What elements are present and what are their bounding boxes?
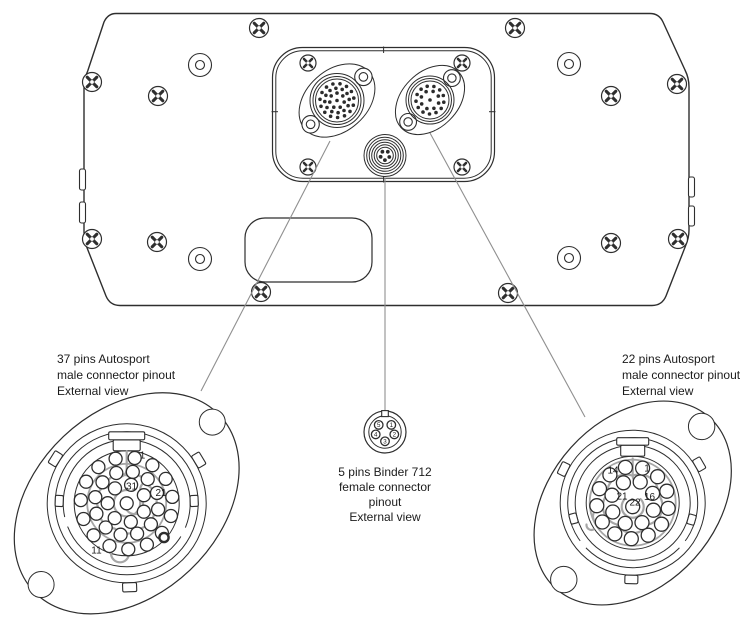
panel-connector-5pin [363, 134, 407, 177]
rear-panel [78, 12, 696, 307]
pin-label-1: 1 [644, 464, 650, 475]
pin-label-14: 14 [607, 466, 619, 477]
pin-label-16: 16 [644, 492, 656, 503]
leader-22pin [429, 132, 586, 418]
pin-label-1: 1 [390, 422, 394, 429]
pin-label-2: 2 [393, 432, 397, 439]
label-37pin-line1: 37 pins Autosport [57, 352, 150, 366]
pin-label-22: 22 [629, 498, 641, 509]
pin-label-4: 4 [374, 432, 378, 439]
pinout-37pin: 1 31 21 11 [13, 392, 240, 615]
label-5pin-line2: female connector [339, 480, 431, 494]
label-37pin-line2: male connector pinout [57, 368, 176, 382]
right-edge-tab [687, 205, 696, 227]
label-37pin-line3: External view [57, 384, 129, 398]
panel-bushings [187, 51, 582, 272]
pin-label-1: 1 [140, 451, 146, 462]
pinout-5pin: 1 2 3 4 5 [363, 410, 407, 454]
pin-label-3: 3 [383, 439, 387, 446]
label-37pin: 37 pins Autosport male connector pinout … [57, 352, 176, 398]
pin-label-5: 5 [377, 422, 381, 429]
right-edge-tab [687, 176, 696, 198]
label-22pin-line1: 22 pins Autosport [622, 352, 715, 366]
left-edge-tab [78, 168, 87, 191]
connector-bay [271, 46, 496, 183]
left-edge-tab [78, 201, 87, 224]
label-5pin-line1: 5 pins Binder 712 [338, 465, 432, 479]
pin-label-11: 11 [91, 546, 102, 557]
label-22pin: 22 pins Autosport male connector pinout … [622, 352, 741, 398]
leader-lines [200, 132, 586, 418]
pin-label-21: 21 [155, 488, 167, 499]
panel-connector-37pin [298, 63, 376, 138]
label-5pin-line3: pinout [369, 495, 402, 509]
panel-connector-22pin [394, 64, 466, 136]
label-5pin-line4: External view [349, 510, 421, 524]
label-5pin: 5 pins Binder 712 female connector pinou… [338, 465, 432, 524]
panel-screws [81, 17, 689, 304]
marker-pin [158, 531, 170, 544]
pin-label-21: 21 [616, 492, 628, 503]
leader-37pin [200, 140, 331, 392]
label-22pin-line3: External view [622, 384, 694, 398]
pin-label-31: 31 [126, 482, 138, 493]
label-22pin-line2: male connector pinout [622, 368, 741, 382]
pinout-22pin: 14 1 21 22 16 [533, 400, 732, 606]
panel-cutout [244, 217, 373, 283]
